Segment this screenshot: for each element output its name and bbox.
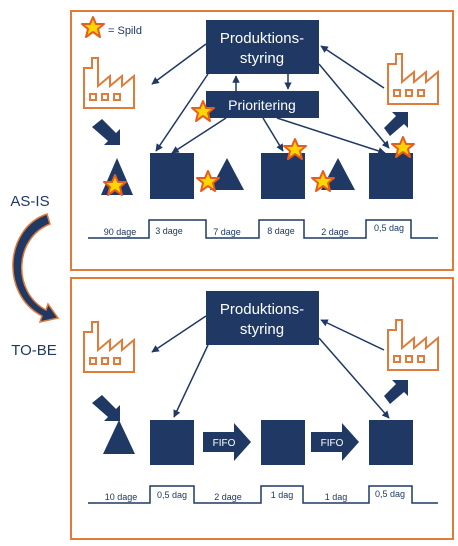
fifo-arrow-icon [311,423,359,461]
shipment-arrow-icon [384,112,408,136]
to-be-label: TO-BE [11,342,57,359]
fifo-label: FIFO [321,438,344,449]
fifo-arrow-icon [203,423,251,461]
as-is-control-line2: styring [240,50,284,67]
process-box [261,153,305,199]
to-be-control-line2: styring [240,321,284,338]
as-is-time-6: 0,5 dag [374,223,404,233]
inventory-triangle-icon [210,158,244,190]
as-is-priority-label: Prioritering [228,97,296,113]
to-be-time-4: 1 dag [271,490,294,500]
as-is-production-control-box [206,20,319,74]
to-be-timeline [88,485,438,504]
as-is-label: AS-IS [10,193,49,210]
as-is-time-4: 8 dage [267,226,295,236]
as-is-time-5: 2 dage [321,227,349,237]
to-be-time-1: 10 dage [105,492,138,502]
inventory-triangle-icon [103,420,135,454]
to-be-control-line1: Produktions- [220,301,304,318]
process-box [150,153,194,199]
shipment-arrow-icon [92,119,120,145]
fifo-label: FIFO [213,438,236,449]
process-box [261,420,305,465]
as-is-time-3: 7 dage [213,227,241,237]
process-box [150,420,194,465]
as-is-timeline [88,219,438,239]
to-be-time-3: 2 dage [214,492,242,502]
shipment-arrow-icon [92,395,120,421]
shipment-arrow-icon [384,380,408,404]
as-is-time-2: 3 dage [155,226,183,236]
process-box [369,420,413,465]
to-be-time-6: 0,5 dag [375,489,405,499]
to-be-production-control-box [206,291,319,345]
as-is-priority-box [206,91,319,118]
as-is-control-line1: Produktions- [220,30,304,47]
to-be-time-5: 1 dag [325,492,348,502]
to-be-time-2: 0,5 dag [157,490,187,500]
as-is-time-1: 90 dage [104,227,137,237]
process-box [369,153,413,199]
legend-label: = Spild [108,25,142,37]
transition-arrow-icon [12,213,60,324]
